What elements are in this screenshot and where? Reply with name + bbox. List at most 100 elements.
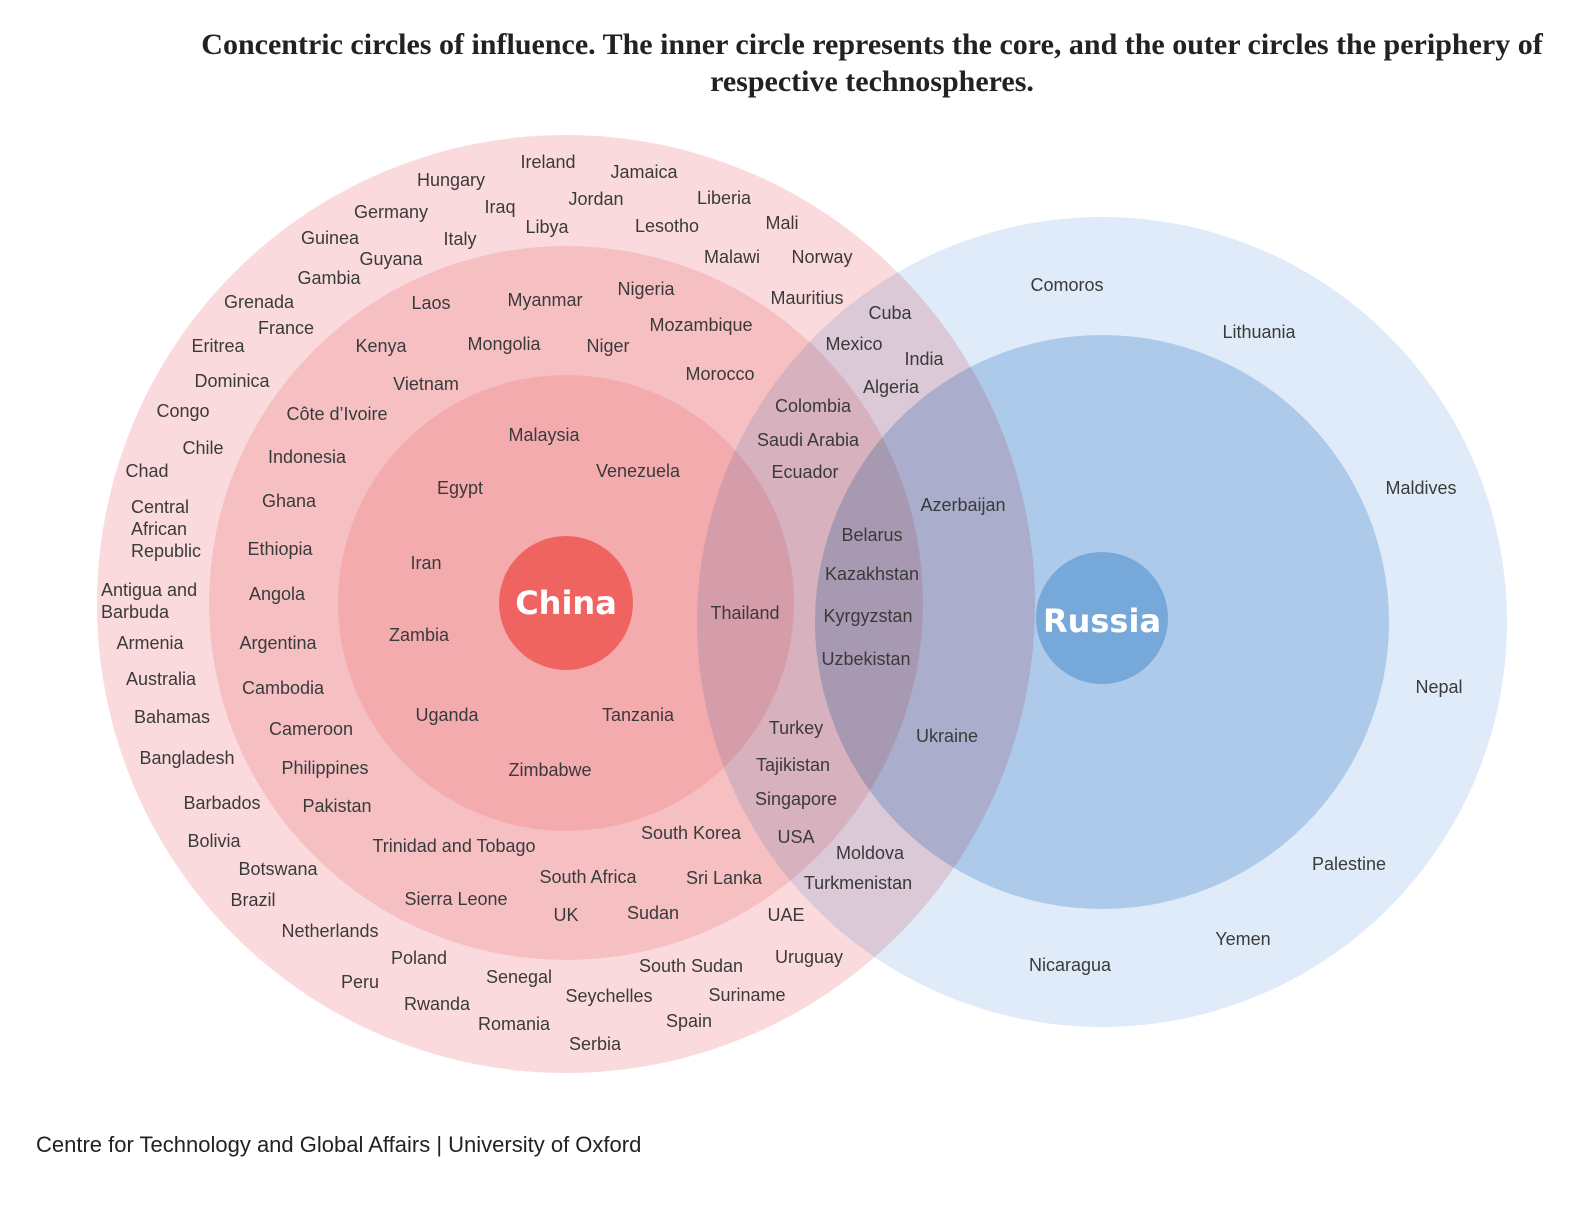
country-label: Peru [341,972,379,992]
country-label: Ireland [520,152,575,172]
country-label: Lithuania [1222,322,1296,342]
country-label: Malawi [704,247,760,267]
country-label: Nepal [1415,677,1462,697]
country-label: Barbados [183,793,260,813]
country-label: Gambia [297,268,361,288]
page-title: Concentric circles of influence. The inn… [201,28,1543,98]
country-label: Sudan [627,903,679,923]
country-label: Malaysia [508,425,580,445]
country-label: Bangladesh [139,748,234,768]
country-label: Netherlands [281,921,378,941]
country-label: Kyrgyzstan [823,606,912,626]
country-label: South Sudan [639,956,743,976]
country-label: Vietnam [393,374,459,394]
country-label: Senegal [486,967,552,987]
country-label: Cameroon [269,719,353,739]
country-label: Belarus [841,525,902,545]
country-label: Nigeria [617,279,675,299]
country-label: Jamaica [610,162,678,182]
country-label: Mauritius [770,288,843,308]
country-label: Mongolia [467,334,541,354]
country-label: Saudi Arabia [757,430,860,450]
country-label: Grenada [224,292,295,312]
country-label: Morocco [685,364,754,384]
country-label: Sri Lanka [686,868,763,888]
country-label: South Africa [539,867,637,887]
country-label: Seychelles [565,986,652,1006]
country-label: Eritrea [191,336,245,356]
country-label: Myanmar [507,290,582,310]
country-label: Dominica [194,371,270,391]
country-label: Tajikistan [756,755,830,775]
country-label: Moldova [836,843,905,863]
country-label: Ethiopia [247,539,313,559]
country-label: Pakistan [302,796,371,816]
country-label: Romania [478,1014,551,1034]
country-label: Norway [791,247,852,267]
country-label: Algeria [863,377,920,397]
country-label: Côte d’Ivoire [286,404,387,424]
country-label: South Korea [641,823,742,843]
country-label: Uruguay [775,947,843,967]
country-label: Bolivia [187,831,241,851]
country-label: Tanzania [602,705,675,725]
country-label: Cuba [868,303,912,323]
country-label: Comoros [1030,275,1103,295]
country-label: Jordan [568,189,623,209]
country-label: Australia [126,669,197,689]
country-label: Azerbaijan [920,495,1005,515]
country-label: Philippines [281,758,368,778]
country-label: Turkey [769,718,823,738]
country-label: Libya [525,217,569,237]
china-core-label: China [515,584,617,622]
country-label: Sierra Leone [404,889,507,909]
country-label: Yemen [1215,929,1270,949]
country-label: Germany [354,202,428,222]
country-label: Lesotho [635,216,699,236]
country-label: Zimbabwe [508,760,591,780]
country-label: Serbia [569,1034,622,1054]
country-label: Angola [249,584,306,604]
source-credit: Centre for Technology and Global Affairs… [36,1132,642,1157]
country-label: France [258,318,314,338]
country-label: Egypt [437,478,483,498]
country-label: Colombia [775,396,852,416]
country-label: Mexico [825,334,882,354]
country-label: Hungary [417,170,485,190]
country-label: Chad [125,461,168,481]
country-label: Guyana [359,249,423,269]
country-label: Laos [411,293,450,313]
country-label: Ghana [262,491,317,511]
country-label: Poland [391,948,447,968]
country-label: Thailand [710,603,779,623]
country-label: Kazakhstan [825,564,919,584]
country-label: Cambodia [242,678,325,698]
country-label: Bahamas [134,707,210,727]
russia-core-circle [1036,552,1168,684]
country-label: Turkmenistan [804,873,912,893]
country-label: Brazil [230,890,275,910]
country-label: Chile [182,438,223,458]
country-label: Ecuador [771,462,838,482]
country-label: Venezuela [596,461,681,481]
country-label: Uganda [415,705,479,725]
country-label: Congo [156,401,209,421]
country-label: Singapore [755,789,837,809]
country-label: Nicaragua [1029,955,1112,975]
country-label: India [904,349,944,369]
country-label: Mali [765,213,798,233]
country-label: Spain [666,1011,712,1031]
country-label: Iran [410,553,441,573]
country-label: Niger [586,336,629,356]
china-core-circle [499,536,633,670]
country-label: USA [777,827,814,847]
country-label: Mozambique [649,315,752,335]
country-label: Armenia [116,633,184,653]
country-label: Botswana [238,859,318,879]
country-label: Ukraine [916,726,978,746]
country-label: Suriname [708,985,785,1005]
country-label: Rwanda [404,994,471,1014]
